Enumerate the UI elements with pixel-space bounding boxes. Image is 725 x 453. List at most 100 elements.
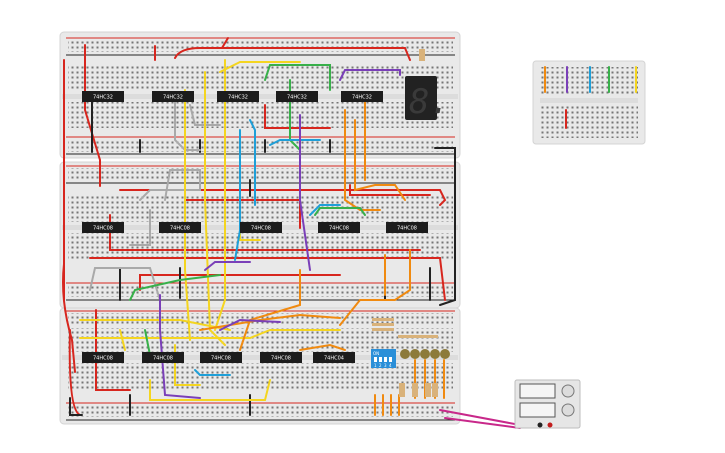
wire-red bbox=[68, 329, 81, 416]
seven-segment-display: 8. bbox=[405, 76, 450, 122]
wire-blue bbox=[194, 369, 231, 376]
ic-chip-label: 74HC08 bbox=[170, 226, 190, 232]
ic-chip-middle-5: 74HC08 bbox=[386, 222, 428, 233]
ic-chip-body bbox=[276, 91, 318, 102]
ic-chip-body bbox=[341, 91, 383, 102]
ic-chip-middle-2: 74HC08 bbox=[159, 222, 201, 233]
ic-chip-body bbox=[260, 352, 302, 363]
ic-chip-body bbox=[240, 222, 282, 233]
ic-chip-label: 74HC32 bbox=[228, 95, 248, 101]
resistor bbox=[425, 383, 431, 397]
power-rails bbox=[66, 37, 455, 421]
ic-chip-middle-3: 74HC08 bbox=[240, 222, 282, 233]
wire-yellow bbox=[219, 61, 301, 73]
ic-chip-top-5: 74HC32 bbox=[341, 91, 383, 102]
wire-black bbox=[69, 397, 83, 416]
dip-number-2: 2 bbox=[379, 363, 382, 368]
ic-chip-bottom-1: 74HC08 bbox=[82, 352, 124, 363]
terminal-red bbox=[547, 422, 553, 428]
ic-chip-body bbox=[142, 352, 184, 363]
ic-chip-body bbox=[82, 222, 124, 233]
resistor bbox=[372, 323, 394, 326]
dip-number-4: 4 bbox=[389, 363, 392, 368]
current-display bbox=[519, 402, 556, 418]
wire-green bbox=[314, 207, 366, 216]
wire-red bbox=[349, 184, 431, 196]
led bbox=[410, 349, 420, 359]
wire-gray bbox=[174, 99, 201, 151]
led bbox=[440, 349, 450, 359]
ic-chip-label: 74HC08 bbox=[211, 356, 231, 362]
wire-red bbox=[264, 104, 331, 129]
wire-orange bbox=[299, 343, 346, 351]
wire-red bbox=[139, 274, 341, 291]
resistor bbox=[372, 318, 394, 321]
wire-orange bbox=[339, 249, 411, 326]
ic-chip-top-2: 74HC32 bbox=[152, 91, 194, 102]
wire-orange bbox=[239, 269, 301, 351]
ic-chip-body bbox=[159, 222, 201, 233]
dip-number-1: 1 bbox=[374, 363, 377, 368]
ic-chip-label: 74HC08 bbox=[251, 226, 271, 232]
ic-chip-top-1: 74HC32 bbox=[82, 91, 124, 102]
dip-toggle[interactable] bbox=[379, 357, 382, 362]
dip-toggle[interactable] bbox=[384, 357, 387, 362]
led bbox=[400, 349, 410, 359]
wire-purple bbox=[219, 318, 281, 331]
ic-chip-bottom-5: 74HC04 bbox=[313, 352, 355, 363]
ic-chip-label: 74HC32 bbox=[93, 95, 113, 101]
wire-green bbox=[144, 329, 151, 356]
wire-green bbox=[129, 274, 221, 301]
wire-red bbox=[62, 263, 76, 373]
led bbox=[420, 349, 430, 359]
wire-black bbox=[434, 147, 456, 306]
dip-number-3: 3 bbox=[384, 363, 387, 368]
wire-red bbox=[95, 309, 131, 391]
terminal-black bbox=[537, 422, 543, 428]
resistors bbox=[372, 49, 438, 397]
dip-toggle[interactable] bbox=[389, 357, 392, 362]
resistor bbox=[398, 335, 438, 338]
wire-purple bbox=[299, 114, 311, 271]
wire-orange bbox=[344, 109, 381, 211]
resistor bbox=[399, 383, 405, 397]
voltage-knob[interactable] bbox=[561, 384, 575, 398]
dip-toggle[interactable] bbox=[374, 357, 377, 362]
wire-yellow bbox=[184, 89, 191, 341]
ic-chip-body bbox=[318, 222, 360, 233]
current-knob[interactable] bbox=[561, 403, 575, 417]
ic-chip-label: 74HC32 bbox=[163, 95, 183, 101]
wire-red bbox=[119, 189, 447, 206]
wire-yellow bbox=[214, 59, 226, 331]
wire-gray bbox=[189, 104, 221, 126]
ic-chip-top-4: 74HC32 bbox=[276, 91, 318, 102]
wire-yellow bbox=[119, 329, 126, 351]
ic-chip-label: 74HC08 bbox=[329, 226, 349, 232]
resistor bbox=[419, 49, 425, 61]
ic-chip-body bbox=[217, 91, 259, 102]
resistor bbox=[432, 383, 438, 397]
ic-chip-body bbox=[82, 352, 124, 363]
ic-chip-middle-4: 74HC08 bbox=[318, 222, 360, 233]
ic-chip-label: 74HC32 bbox=[287, 95, 307, 101]
resistor bbox=[412, 383, 418, 397]
ic-chip-label: 74HC08 bbox=[397, 226, 417, 232]
led bbox=[430, 349, 440, 359]
wire-yellow bbox=[79, 329, 341, 339]
wire-yellow bbox=[79, 319, 231, 331]
ic-chip-label: 74HC08 bbox=[153, 356, 173, 362]
ic-chip-bottom-4: 74HC08 bbox=[260, 352, 302, 363]
dip-switch-on-label: ON bbox=[373, 351, 379, 356]
wire-green bbox=[264, 64, 331, 91]
wire-blue bbox=[269, 139, 321, 146]
power-supply-module bbox=[514, 379, 581, 429]
wire-blue bbox=[249, 119, 256, 206]
ic-chip-top-3: 74HC32 bbox=[217, 91, 259, 102]
dip-switch[interactable]: ON 1 2 3 4 bbox=[371, 349, 396, 368]
ic-chip-body bbox=[152, 91, 194, 102]
ic-chip-bottom-2: 74HC08 bbox=[142, 352, 184, 363]
wire-purple bbox=[339, 69, 401, 81]
wire-orange bbox=[354, 119, 406, 201]
wire-red bbox=[174, 47, 411, 61]
